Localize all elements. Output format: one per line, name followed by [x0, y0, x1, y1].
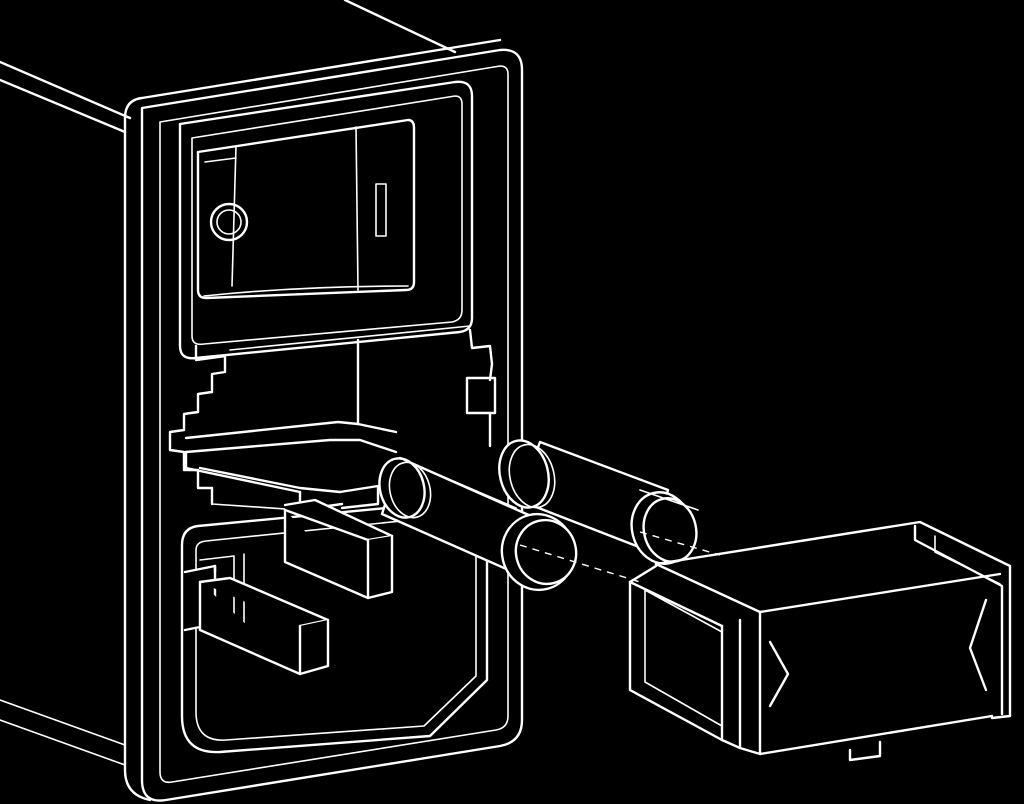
earth-pin: [283, 498, 394, 600]
fuse-holder[interactable]: [628, 520, 1012, 762]
line-icon: [375, 183, 387, 237]
live-pin: [183, 564, 330, 676]
fuse-compartment: [168, 325, 497, 512]
fuse-front: [378, 456, 578, 592]
circle-icon: [209, 202, 249, 242]
module-housing: [0, 0, 457, 766]
fuse-rear: [498, 439, 699, 565]
front-flange: [123, 38, 524, 802]
alignment-lines: [519, 531, 721, 583]
rocker-switch[interactable]: [178, 80, 474, 360]
triangle-arrow-icon: [768, 598, 988, 708]
